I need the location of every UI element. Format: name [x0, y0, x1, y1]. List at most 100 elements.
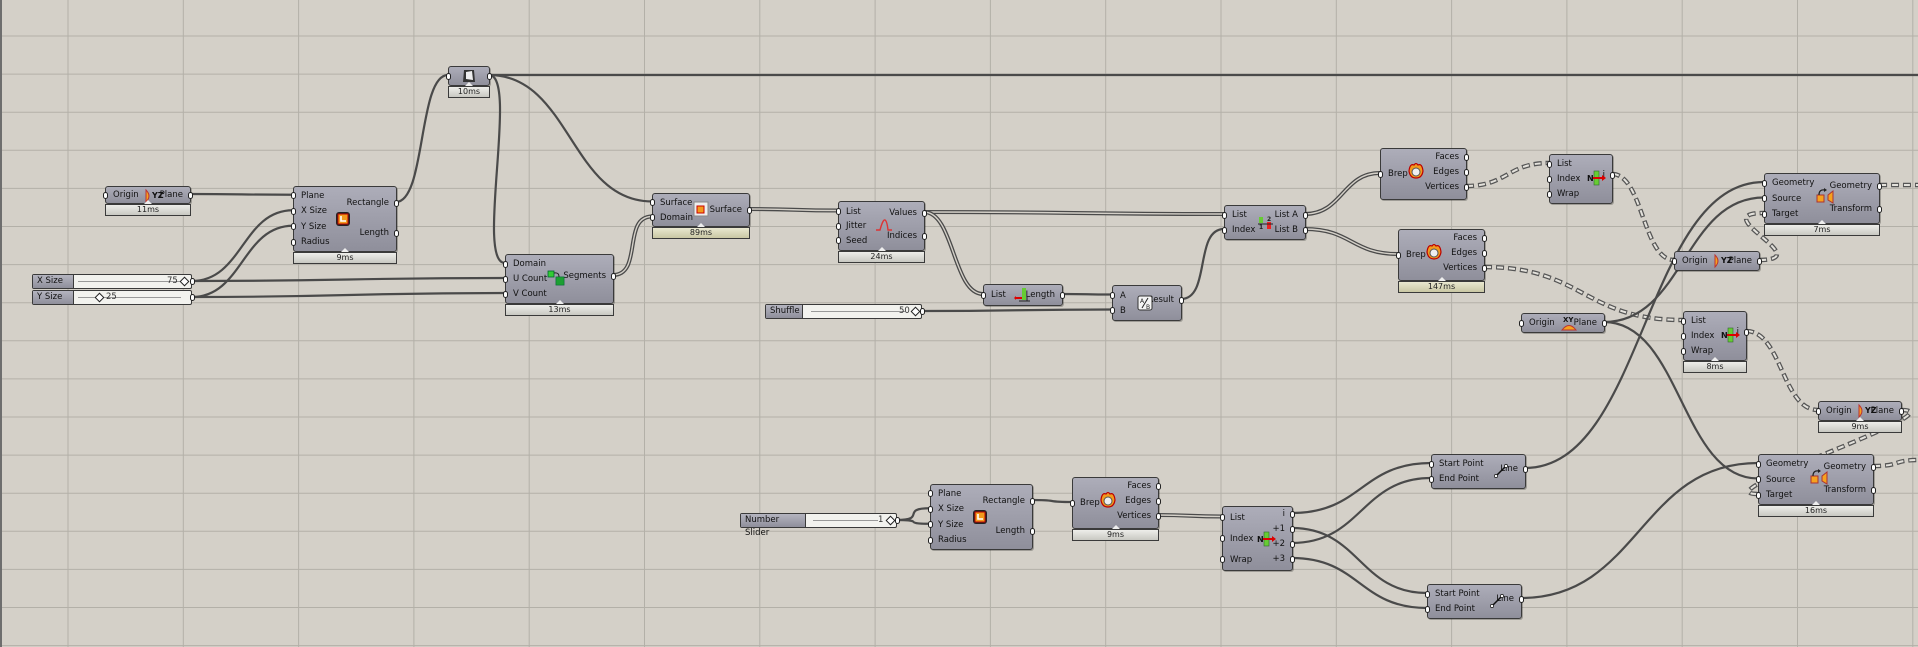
slider-knob[interactable]: [94, 292, 105, 303]
input-port[interactable]: [291, 223, 296, 231]
input-port[interactable]: [503, 290, 508, 298]
input-port[interactable]: [1110, 307, 1115, 314]
output-port[interactable]: [190, 278, 195, 285]
input-port[interactable]: [928, 505, 933, 513]
output-port[interactable]: [188, 191, 193, 199]
output-port[interactable]: [1757, 257, 1762, 265]
output-port[interactable]: [1303, 226, 1308, 234]
output-port[interactable]: [1602, 319, 1607, 327]
output-port[interactable]: [1156, 482, 1161, 490]
slider-knob[interactable]: [885, 515, 896, 526]
input-port[interactable]: [1429, 460, 1434, 468]
input-port[interactable]: [1681, 332, 1686, 340]
output-port[interactable]: [920, 308, 925, 315]
input-port[interactable]: [650, 214, 655, 221]
input-port[interactable]: [1756, 491, 1761, 499]
input-port[interactable]: [1756, 476, 1761, 483]
input-port[interactable]: [1110, 292, 1115, 299]
output-port[interactable]: [1871, 486, 1876, 494]
input-port[interactable]: [1378, 170, 1383, 178]
input-port[interactable]: [650, 199, 655, 206]
output-port[interactable]: [747, 206, 752, 214]
output-port[interactable]: [1060, 291, 1065, 299]
input-port[interactable]: [928, 521, 933, 529]
output-port[interactable]: [394, 199, 399, 207]
output-port[interactable]: [1899, 407, 1904, 415]
input-port[interactable]: [1756, 460, 1761, 468]
input-port[interactable]: [1762, 210, 1767, 218]
output-port[interactable]: [1464, 168, 1469, 176]
slider-track[interactable]: [813, 520, 878, 521]
output-port[interactable]: [1303, 211, 1308, 219]
input-port[interactable]: [1220, 556, 1225, 563]
input-port[interactable]: [1519, 319, 1524, 327]
output-port[interactable]: [1290, 540, 1295, 548]
output-port[interactable]: [1290, 555, 1295, 563]
input-port[interactable]: [1425, 605, 1430, 613]
output-port[interactable]: [1179, 296, 1184, 304]
output-port[interactable]: [1610, 171, 1615, 179]
slider-track[interactable]: [78, 297, 181, 298]
input-port[interactable]: [103, 191, 108, 199]
output-port[interactable]: [1156, 497, 1161, 505]
input-port[interactable]: [1681, 347, 1686, 355]
input-port[interactable]: [291, 238, 296, 246]
output-port[interactable]: [1744, 328, 1749, 336]
output-port[interactable]: [1482, 249, 1487, 257]
component-body[interactable]: [446, 66, 492, 86]
input-port[interactable]: [1547, 160, 1552, 168]
output-port[interactable]: [1482, 234, 1487, 242]
output-port[interactable]: [922, 209, 927, 217]
input-port[interactable]: [928, 536, 933, 544]
output-port[interactable]: [1464, 183, 1469, 191]
output-port[interactable]: [1482, 264, 1487, 272]
output-port[interactable]: [394, 229, 399, 237]
input-port[interactable]: [1762, 195, 1767, 202]
input-port[interactable]: [1222, 226, 1227, 234]
input-port[interactable]: [503, 275, 508, 283]
output-port[interactable]: [1290, 510, 1295, 518]
output-port[interactable]: [1523, 465, 1528, 473]
slider-shuffle[interactable]: Shuffle 50: [765, 304, 925, 319]
input-port[interactable]: [1547, 175, 1552, 183]
output-port[interactable]: [1030, 497, 1035, 505]
input-port[interactable]: [1816, 407, 1821, 415]
output-port[interactable]: [1156, 512, 1161, 520]
output-port[interactable]: [190, 294, 195, 301]
input-port[interactable]: [1220, 514, 1225, 521]
slider-y-size[interactable]: Y Size 25: [32, 290, 195, 305]
output-port[interactable]: [895, 517, 900, 524]
input-port[interactable]: [1547, 190, 1552, 198]
slider-knob[interactable]: [910, 306, 921, 317]
input-port[interactable]: [836, 237, 841, 244]
input-port[interactable]: [836, 208, 841, 215]
output-port[interactable]: [1877, 205, 1882, 213]
output-port[interactable]: [1519, 595, 1524, 603]
output-port[interactable]: [1464, 153, 1469, 161]
input-port[interactable]: [291, 192, 296, 200]
input-port[interactable]: [981, 291, 986, 299]
output-port[interactable]: [1871, 463, 1876, 471]
output-port[interactable]: [1877, 182, 1882, 190]
input-port[interactable]: [1222, 211, 1227, 219]
slider-track[interactable]: [811, 311, 905, 312]
